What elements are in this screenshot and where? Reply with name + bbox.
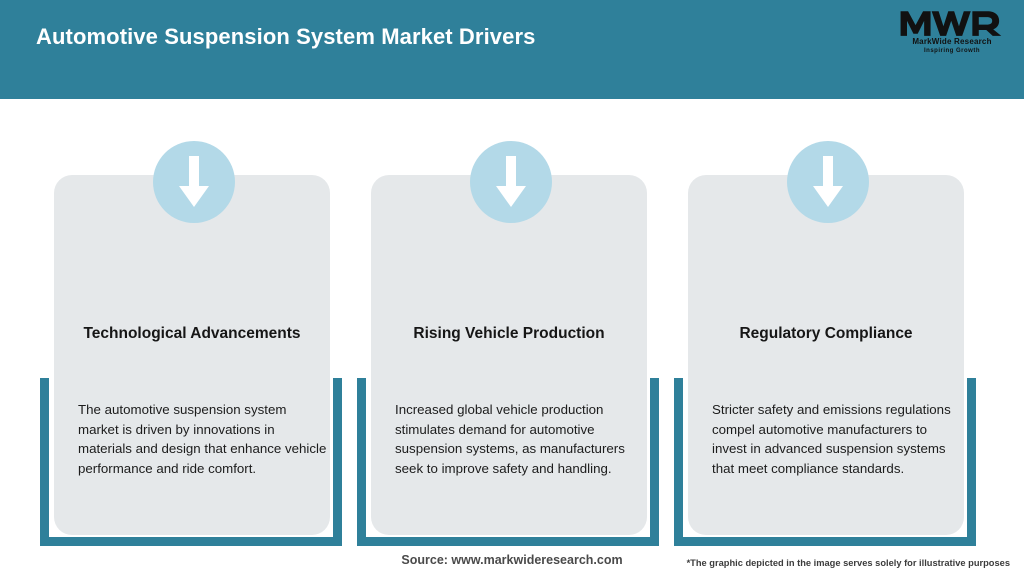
arrow-down-icon [470, 141, 552, 223]
arrow-down-glyph [813, 156, 843, 207]
card-title: Technological Advancements [83, 325, 301, 342]
arrow-down-icon [153, 141, 235, 223]
logo-company-name: MarkWide Research [912, 37, 992, 46]
arrow-down-glyph [496, 156, 526, 207]
arrow-down-icon [787, 141, 869, 223]
source-label: Source: www.markwideresearch.com [401, 553, 623, 567]
card-bracket-frame [40, 378, 342, 546]
card-bracket-frame [357, 378, 659, 546]
markwide-research-logo: MarkWide Research Inspiring Growth [898, 8, 1006, 60]
card-description: The automotive suspension system market … [78, 402, 327, 476]
drivers-card-row: Technological Advancements The automotiv… [0, 99, 1024, 549]
page-title: Automotive Suspension System Market Driv… [36, 24, 536, 49]
arrow-down-glyph [179, 156, 209, 207]
card-panel: Rising Vehicle Production Increased glob… [371, 175, 647, 535]
card-panel: Technological Advancements The automotiv… [54, 175, 330, 535]
driver-card-3: Regulatory Compliance Stricter safety an… [668, 99, 988, 549]
disclaimer-note: *The graphic depicted in the image serve… [686, 558, 1010, 568]
logo-tagline: Inspiring Growth [924, 48, 980, 54]
driver-card-2: Rising Vehicle Production Increased glob… [351, 99, 671, 549]
card-description: Increased global vehicle production stim… [395, 402, 625, 476]
mwr-logo-mark [900, 11, 1002, 36]
card-title: Rising Vehicle Production [413, 325, 605, 342]
card-description: Stricter safety and emissions regulation… [712, 402, 951, 476]
page-header: Automotive Suspension System Market Driv… [0, 0, 1024, 99]
card-bracket-frame [674, 378, 976, 546]
driver-card-1: Technological Advancements The automotiv… [34, 99, 354, 549]
card-panel: Regulatory Compliance Stricter safety an… [688, 175, 964, 535]
card-title: Regulatory Compliance [739, 325, 913, 342]
